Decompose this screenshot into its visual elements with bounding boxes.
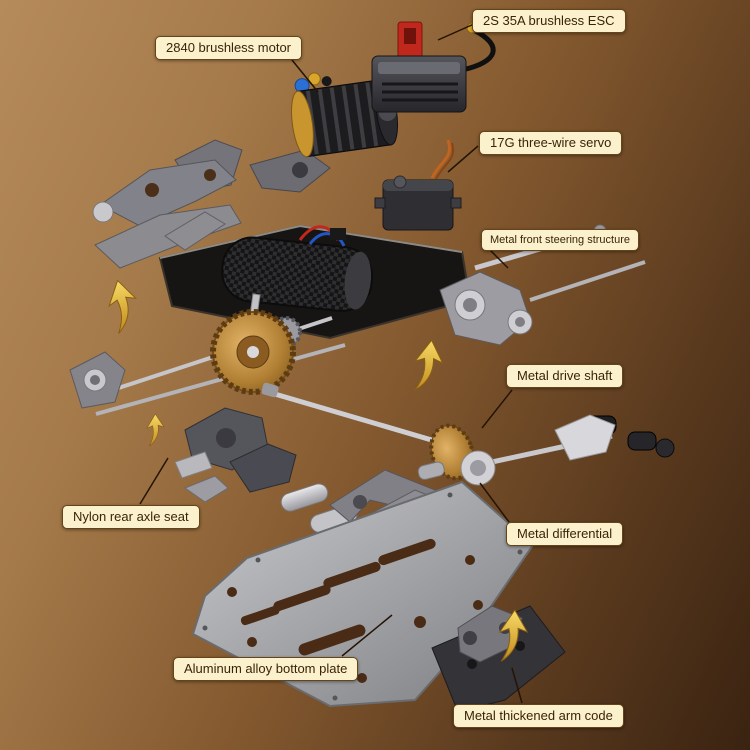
rear-axle-seat-illustration <box>174 407 297 503</box>
label-differential: Metal differential <box>506 522 624 547</box>
label-brushless-esc: 2S 35A brushless ESC <box>472 9 626 34</box>
servo-illustration <box>374 139 462 231</box>
label-brushless-motor: 2840 brushless motor <box>155 36 303 61</box>
chassis-battery-illustration <box>158 211 472 340</box>
front-steering-illustration <box>439 224 646 346</box>
label-front-steering: Metal front steering structure <box>481 229 640 252</box>
connector-lines <box>139 23 523 704</box>
connector-motor <box>291 59 319 93</box>
connector-differential <box>479 482 510 523</box>
label-servo: 17G three-wire servo <box>479 131 623 156</box>
connector-rear-axle <box>139 457 169 505</box>
esc-illustration <box>371 21 496 113</box>
gear-set-illustration <box>210 293 302 395</box>
label-rear-axle-seat: Nylon rear axle seat <box>62 505 200 530</box>
up-arrow-icon <box>410 337 446 395</box>
label-drive-shaft: Metal drive shaft <box>506 364 624 389</box>
connector-arm-code <box>511 667 523 704</box>
connector-servo <box>447 145 479 173</box>
up-arrow-icon <box>146 413 165 447</box>
differential-illustration <box>417 414 675 486</box>
connector-drive-shaft <box>481 389 513 429</box>
connector-esc <box>437 23 475 41</box>
label-arm-code: Metal thickened arm code <box>453 704 624 729</box>
connector-bottom-plate <box>341 614 393 657</box>
up-arrow-icon <box>103 277 143 335</box>
label-bottom-plate: Aluminum alloy bottom plate <box>173 657 359 682</box>
